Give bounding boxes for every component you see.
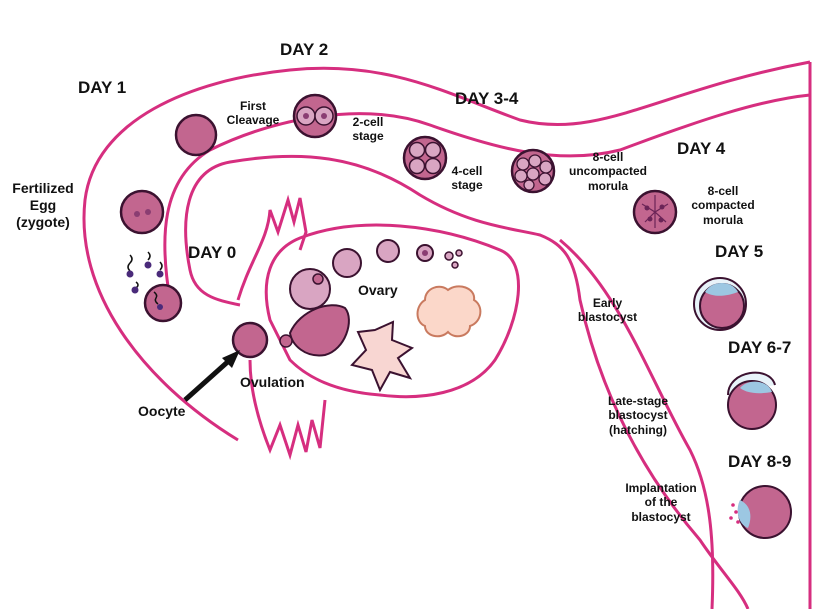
zygote-pronucleus-2 [145,209,151,215]
uterine-tube [82,60,812,609]
four-cell-embryo [402,135,448,181]
fertilizing-sperm-head [157,304,163,310]
compacted-nucleus-3 [647,216,653,222]
early-blastocyst-icm [705,283,738,296]
follicle-6 [451,261,459,269]
four-cell-blastomere-1 [408,141,426,159]
sperm-head-2 [144,261,152,269]
sperm-head-1 [126,270,134,278]
sperm-head-4 [131,286,139,294]
first-cleavage-cell [174,113,218,157]
follicle-1 [332,248,362,278]
fimbria-right [248,359,327,461]
fertilizing-egg [143,283,183,323]
label-2-cell-stage: 2-cell stage [352,115,384,144]
sperm-tail-2 [147,251,151,261]
ruptured-follicle-egg [279,334,293,348]
implanting-blastocyst-icm [737,500,751,528]
tube-inner-wall-upper [163,93,811,301]
uncompacted-blastomere-7 [523,179,535,191]
hatching-blastocyst-icm [740,381,772,394]
four-cell-blastomere-4 [424,157,442,175]
two-cell-nucleus-2 [321,113,327,119]
label-oocyte: Oocyte [138,403,186,419]
label-early-blastocyst: Early blastocyst [577,296,638,325]
ovary-outline [264,223,520,399]
label-ovulation: Ovulation [240,374,305,390]
label-ovary: Ovary [358,282,398,298]
uncompacted-blastomere-1 [516,157,530,171]
follicle-3-nucleus [422,250,428,256]
tube-outer-wall [82,60,811,442]
implantation-dot-1 [731,503,735,507]
implantation-dot-3 [729,516,733,520]
compacted-nucleus-4 [658,217,664,223]
early-blastocyst [693,277,747,331]
label-fertilized-egg: Fertilized Egg (zygote) [12,180,74,230]
implanting-blastocyst [729,485,792,539]
uncompacted-blastomere-4 [514,169,528,183]
uncompacted-blastomere-2 [528,154,542,168]
mature-follicle-oocyte [312,273,324,285]
zygote-cell [119,189,165,235]
label-day-6-7: DAY 6-7 [728,338,792,357]
corpus-albicans [350,320,415,393]
follicle-5 [455,249,463,257]
label-day-3-4: DAY 3-4 [455,89,519,108]
two-cell-nucleus-1 [303,113,309,119]
zygote-pronucleus-1 [134,211,140,217]
sperm-tail-1 [127,254,133,272]
oocyte-arrowhead [222,350,240,368]
four-cell-zona [402,135,448,181]
eight-cell-uncompacted [510,148,556,194]
sperm-head-3 [156,270,164,278]
follicle-4 [444,251,454,261]
sperm-tail-3 [159,261,163,271]
two-cell-embryo [292,93,338,139]
compacted-nucleus-2 [659,204,665,210]
label-day-0: DAY 0 [188,243,237,262]
label-8-cell-compacted: 8-cell compacted morula [691,184,755,227]
hatching-blastocyst-body [727,380,777,430]
tube-inner-loop [184,154,750,609]
ovary [236,194,520,461]
label-first-cleavage: First Cleavage [226,99,280,128]
label-late-blastocyst: Late-stage blastocyst (hatching) [607,394,669,437]
follicle-2 [376,239,400,263]
tube-inner-lower-wall [559,238,715,609]
label-4-cell-stage: 4-cell stage [451,164,483,193]
label-day-2: DAY 2 [280,40,329,59]
four-cell-blastomere-2 [424,141,442,159]
label-8-cell-uncompacted: 8-cell uncompacted morula [568,150,647,193]
corpus-luteum [416,285,482,338]
implantation-dot-4 [736,520,740,524]
label-day-5: DAY 5 [715,242,764,261]
compacted-nucleus-1 [644,205,650,211]
fertilizing-sperm [153,291,159,305]
label-day-1: DAY 1 [78,78,127,97]
ruptured-follicle [288,304,350,357]
implantation-dot-2 [734,510,738,514]
sperm-group [126,251,164,294]
fimbria-left [236,194,308,301]
uncompacted-blastomere-3 [539,160,553,174]
uncompacted-blastomere-5 [526,167,540,181]
mature-follicle [289,268,331,310]
uncompacted-blastomere-6 [538,172,552,186]
eight-cell-compacted [632,189,678,235]
label-day-8-9: DAY 8-9 [728,452,792,471]
oocyte-arrow [183,356,234,402]
four-cell-blastomere-3 [408,157,426,175]
oocyte-cell [231,321,269,359]
hatching-blastocyst [727,371,777,430]
label-day-4: DAY 4 [677,139,726,158]
label-implantation: Implantation of the blastocyst [625,481,697,524]
